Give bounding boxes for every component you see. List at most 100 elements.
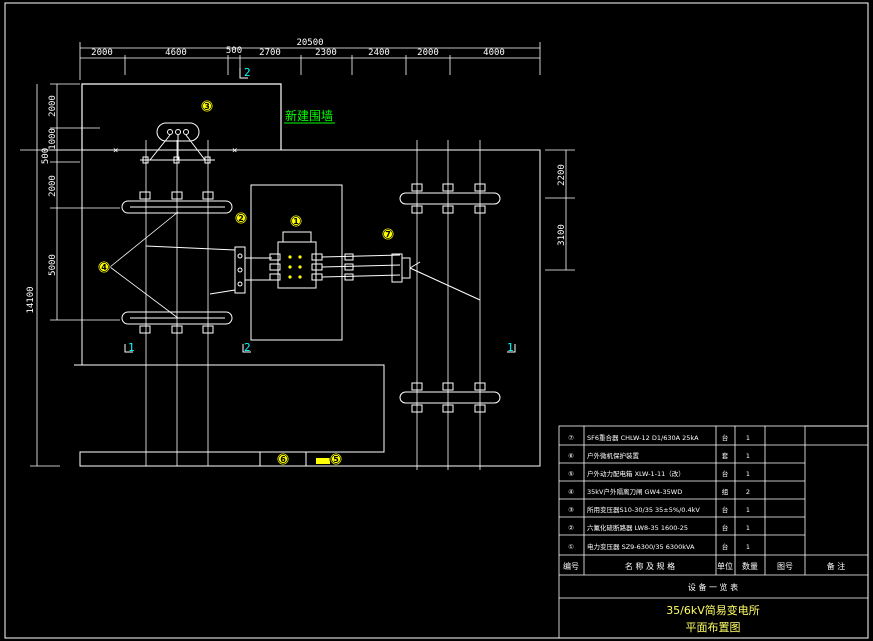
header-ref: 图号 <box>777 562 793 571</box>
row-3-unit: 台 <box>722 469 729 478</box>
row-5-no: ③ <box>568 506 574 514</box>
header-note: 备 注 <box>827 561 846 571</box>
dim-top-seg-6: 2400 <box>368 48 390 58</box>
table-row-3: ⑤ 户外动力配电箱 XLW-1-11（改） 台 1 <box>568 469 750 478</box>
row-1-name: SF6重合器 CHLW-12 D1/630A 25kA <box>587 433 699 442</box>
row-6-qty: 1 <box>746 524 750 532</box>
header-unit: 单位 <box>717 561 733 571</box>
right-dimension <box>545 149 575 271</box>
table-row-6: ② 六氟化硫断路器 LW8-35 1600-25 台 1 <box>568 523 750 532</box>
svg-text:1: 1 <box>293 217 299 226</box>
row-4-no: ④ <box>568 488 574 496</box>
section-mark-left: 1 <box>128 341 135 354</box>
row-7-unit: 台 <box>722 542 729 551</box>
drawing-frame <box>4 2 869 639</box>
protection-device-box <box>259 451 307 467</box>
row-5-unit: 台 <box>722 505 729 514</box>
dim-left-seg-1: 2000 <box>48 95 58 117</box>
header-no: 编号 <box>563 561 579 571</box>
row-7-qty: 1 <box>746 543 750 551</box>
header-name: 名 称 及 规 格 <box>625 561 675 571</box>
row-1-qty: 1 <box>746 434 750 442</box>
row-5-qty: 1 <box>746 506 750 514</box>
x-mark-2: × <box>232 146 237 156</box>
row-5-name: 所用变压器S10-30/35 35±5%/0.4kV <box>587 505 700 514</box>
dim-top-seg-5: 2300 <box>315 48 337 58</box>
right-isolator-top <box>399 183 501 214</box>
marker-1: 1 <box>289 214 303 228</box>
dim-top-seg-7: 2000 <box>417 48 439 58</box>
yard-outline <box>74 149 541 467</box>
dim-top-seg-4: 2700 <box>259 48 281 58</box>
equipment-table-grid <box>558 425 869 639</box>
section-mark-top-label: 2 <box>244 66 251 79</box>
marker-2: 2 <box>234 211 248 225</box>
drawing-title-line2: 平面布置图 <box>686 621 741 634</box>
row-3-no: ⑤ <box>568 470 574 478</box>
section-mark-right: 1 <box>507 341 514 354</box>
table-row-5: ③ 所用变压器S10-30/35 35±5%/0.4kV 台 1 <box>568 505 750 514</box>
transformer-foundation <box>250 184 343 341</box>
drawing-title-line1: 35/6kV简易变电所 <box>666 603 760 617</box>
main-transformer <box>269 231 401 289</box>
row-4-unit: 组 <box>722 487 729 496</box>
marker-7: 7 <box>381 227 395 241</box>
row-1-unit: 台 <box>722 433 729 442</box>
station-transformer <box>140 122 215 164</box>
row-2-unit: 套 <box>722 451 729 460</box>
row-4-qty: 2 <box>746 488 750 496</box>
distribution-box <box>316 458 330 464</box>
svg-text:4: 4 <box>101 263 107 272</box>
svg-text:2: 2 <box>238 214 244 223</box>
table-caption: 设 备 一 览 表 <box>688 582 738 592</box>
dim-left-seg-5: 5000 <box>48 254 58 276</box>
dim-top-total: 20500 <box>296 38 323 48</box>
marker-6: 6 <box>276 452 290 466</box>
row-6-unit: 台 <box>722 523 729 532</box>
dim-right-seg-2: 3100 <box>557 224 567 246</box>
row-3-qty: 1 <box>746 470 750 478</box>
section-mark-mid: 2 <box>244 341 251 354</box>
new-wall-outline <box>81 83 282 150</box>
header-qty: 数量 <box>742 561 758 571</box>
dim-left-seg-3: 500 <box>41 148 51 164</box>
bus-lines <box>145 140 481 470</box>
dim-top-seg-1: 2000 <box>91 48 113 58</box>
row-6-name: 六氟化硫断路器 LW8-35 1600-25 <box>587 523 688 532</box>
right-isolator-bottom <box>399 382 501 413</box>
dim-top-seg-2: 4600 <box>165 48 187 58</box>
marker-3: 3 <box>200 99 214 113</box>
dim-right-seg-1: 2200 <box>557 164 567 186</box>
section-marks <box>124 344 516 353</box>
table-row-1: ⑦ SF6重合器 CHLW-12 D1/630A 25kA 台 1 <box>568 433 750 442</box>
table-header: 编号 名 称 及 规 格 单位 数量 图号 备 注 <box>563 561 845 571</box>
dim-left-seg-4: 2000 <box>48 175 58 197</box>
row-2-no: ⑥ <box>568 452 574 460</box>
row-3-name: 户外动力配电箱 XLW-1-11（改） <box>587 469 685 478</box>
table-row-7: ① 电力变压器 SZ9-6300/35 6300kVA 台 1 <box>568 542 750 551</box>
section-mark-top <box>239 68 248 79</box>
row-1-no: ⑦ <box>568 434 574 442</box>
row-2-name: 户外微机保护装置 <box>587 451 640 460</box>
svg-text:6: 6 <box>280 455 286 464</box>
row-4-name: 35kV户外隔离刀闸 GW4-35WD <box>587 487 682 496</box>
dim-left-total: 14100 <box>26 286 36 313</box>
circuit-breaker <box>145 245 272 295</box>
table-row-2: ⑥ 户外微机保护装置 套 1 <box>568 451 750 460</box>
row-6-no: ② <box>568 524 574 532</box>
new-wall-label: 新建围墙 <box>285 108 333 123</box>
top-dimension <box>79 42 541 80</box>
row-7-name: 电力变压器 SZ9-6300/35 6300kVA <box>587 542 695 551</box>
marker-5: 5 <box>329 452 343 466</box>
row-2-qty: 1 <box>746 452 750 460</box>
svg-text:7: 7 <box>385 230 391 239</box>
x-mark-1: × <box>113 146 118 156</box>
marker-4: 4 <box>97 260 111 274</box>
recloser <box>344 253 481 301</box>
transformer-bushings <box>288 255 302 279</box>
row-7-no: ① <box>568 543 574 551</box>
svg-text:5: 5 <box>333 455 339 464</box>
svg-text:3: 3 <box>204 102 210 111</box>
left-dimension <box>30 83 120 467</box>
